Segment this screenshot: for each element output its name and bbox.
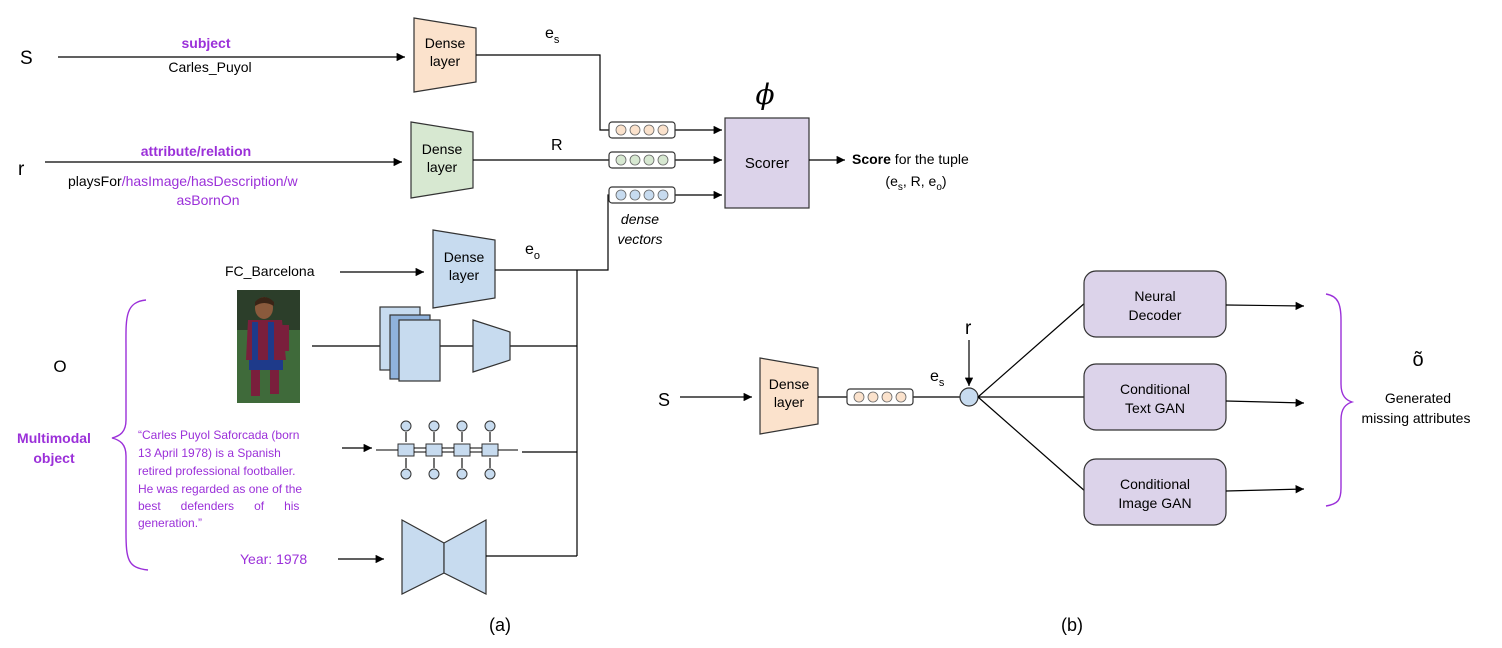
b-dense-label-1: Dense <box>769 376 810 392</box>
generated-label-1: Generated <box>1385 390 1451 406</box>
relation-label: attribute/relation <box>141 143 251 159</box>
subject-dense-label-2: layer <box>430 53 461 69</box>
R-label: R <box>551 137 563 154</box>
description-line: He was regarded as one of the <box>138 482 302 496</box>
phi-label: ϕ <box>755 78 774 111</box>
rnn-input-node <box>400 468 412 480</box>
b-dense-layer <box>759 357 819 435</box>
es-label: es <box>545 25 560 46</box>
b-r-label: r <box>965 318 972 339</box>
text-gan-box <box>1083 363 1227 431</box>
description-line: 13 April 1978) is a Spanish <box>138 446 281 460</box>
rnn-output-node <box>456 420 468 432</box>
image-gan-label-2: Image GAN <box>1118 495 1191 511</box>
neural-decoder-label-1: Neural <box>1134 288 1175 304</box>
description-line: best defenders of his <box>138 499 299 513</box>
s-label: S <box>20 48 33 69</box>
rnn-network <box>376 420 518 480</box>
rnn-input-node <box>456 468 468 480</box>
description-line: generation.” <box>138 516 202 530</box>
b-out-textgan <box>1225 398 1305 407</box>
rnn-cell <box>453 443 471 457</box>
fc-barcelona-label: FC_Barcelona <box>225 263 315 279</box>
multimodal-label-1: Multimodal <box>17 430 91 446</box>
score-label: Score for the tuple <box>852 151 969 167</box>
b-output-brace <box>1325 293 1355 507</box>
image-gan-label-1: Conditional <box>1120 476 1190 492</box>
b-out-imagegan <box>1225 485 1305 494</box>
generated-label-2: missing attributes <box>1362 410 1471 426</box>
b-dense-label-2: layer <box>774 394 805 410</box>
rnn-output-node <box>428 420 440 432</box>
image-encoder <box>472 319 511 373</box>
o-tilde-label: õ <box>1412 349 1423 371</box>
relation-dense-layer <box>410 121 474 199</box>
description-line: “Carles Puyol Saforcada (born <box>138 428 299 442</box>
cnn-feature-maps <box>379 306 441 382</box>
subject-label: subject <box>181 35 230 51</box>
object-dense-label-1: Dense <box>444 249 485 265</box>
subject-value: Carles_Puyol <box>168 59 251 75</box>
es-vector <box>608 121 676 139</box>
rnn-cell <box>425 443 443 457</box>
rnn-output-node <box>400 420 412 432</box>
object-dense-layer <box>432 229 496 309</box>
relation-dense-label-2: layer <box>427 159 458 175</box>
description-line: retired professional footballer. <box>138 464 295 478</box>
text-gan-label-1: Conditional <box>1120 381 1190 397</box>
b-wire-imagegan <box>977 396 1087 493</box>
relation-value-line-1: playsFor/hasImage/hasDescription/w <box>68 173 298 189</box>
panel-a: S subject Carles_Puyol Dense layer es r … <box>17 17 969 635</box>
neural-decoder-box <box>1083 270 1227 338</box>
eo-wire <box>510 190 722 271</box>
rnn-cell <box>481 443 499 457</box>
rnn-input-node <box>484 468 496 480</box>
eo-vector <box>608 186 676 204</box>
panel-b: S Dense layer es r Neural Decoder Condit… <box>658 270 1471 635</box>
relation-dense-label-1: Dense <box>422 141 463 157</box>
object-dense-label-2: layer <box>449 267 480 283</box>
dense-vectors-label-2: vectors <box>617 231 662 247</box>
text-gan-label-2: Text GAN <box>1125 400 1185 416</box>
rnn-output-node <box>484 420 496 432</box>
multimodal-label-2: object <box>33 450 75 466</box>
dense-vectors-label-1: dense <box>621 211 659 227</box>
b-es-vector <box>846 388 914 406</box>
numeric-encoder-right <box>443 518 487 595</box>
multimodal-brace <box>111 299 149 571</box>
caption-a: (a) <box>489 615 511 635</box>
tuple-label: (es, R, eo) <box>885 173 946 193</box>
o-label: O <box>53 357 66 376</box>
eo-label: eo <box>525 241 540 262</box>
b-out-decoder <box>1225 301 1305 311</box>
year-label: Year: 1978 <box>240 551 307 567</box>
rnn-cell <box>397 443 415 457</box>
image-gan-box <box>1083 458 1227 526</box>
numeric-encoder-left <box>401 518 445 595</box>
scorer-box <box>724 117 810 209</box>
rnn-input-node <box>428 468 440 480</box>
b-s-label: S <box>658 390 670 410</box>
caption-b: (b) <box>1061 615 1083 635</box>
scorer-label: Scorer <box>745 155 789 172</box>
R-vector <box>608 151 676 169</box>
b-concat-node <box>959 387 979 407</box>
relation-value-line-2: asBornOn <box>176 192 239 208</box>
b-wire-decoder <box>977 301 1087 398</box>
neural-decoder-label-2: Decoder <box>1129 307 1182 323</box>
player-photo <box>237 290 300 403</box>
subject-dense-layer <box>413 17 477 93</box>
es-wire <box>476 54 722 135</box>
b-es-label: es <box>930 368 945 389</box>
description-text: “Carles Puyol Saforcada (born 13 April 1… <box>138 428 302 530</box>
subject-dense-label-1: Dense <box>425 35 466 51</box>
r-label: r <box>18 159 25 180</box>
